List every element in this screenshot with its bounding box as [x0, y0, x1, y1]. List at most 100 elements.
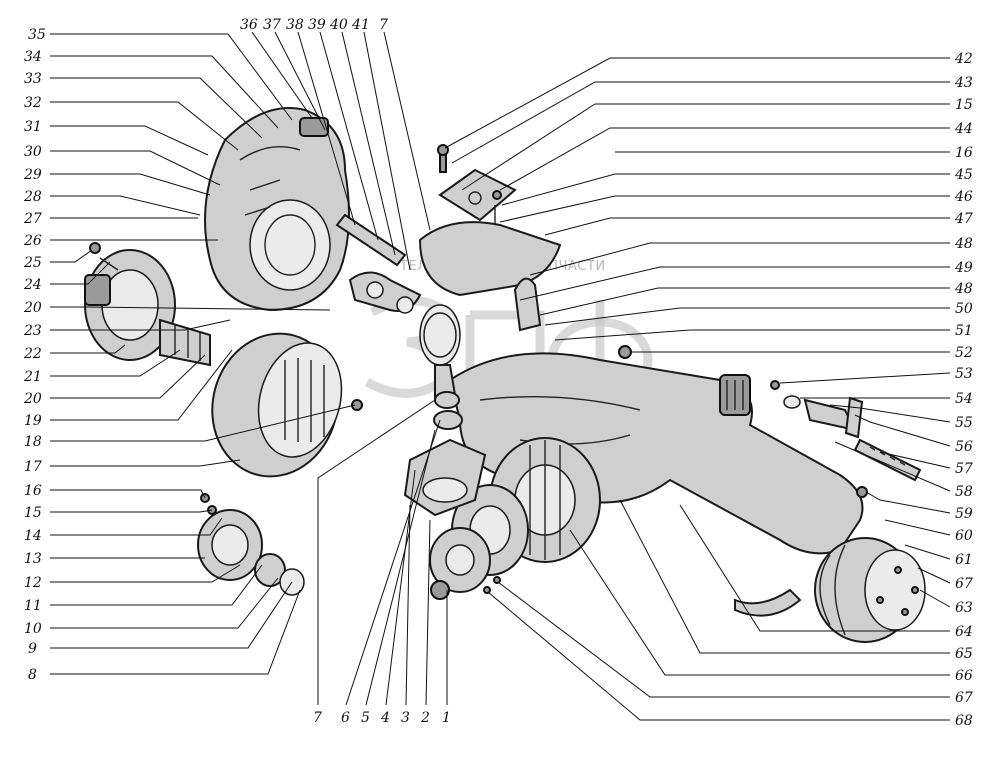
- upper-left-housing: [204, 107, 350, 312]
- leader-44: [499, 127, 950, 191]
- leader-45: [501, 173, 950, 206]
- callout-22: 22: [23, 346, 42, 362]
- callout-48b: 48: [954, 281, 973, 297]
- callout-19: 19: [24, 413, 42, 429]
- callout-14: 14: [24, 528, 42, 544]
- callout-42: 42: [954, 51, 973, 67]
- leader-63: [919, 589, 951, 608]
- leader-20b: [50, 354, 206, 399]
- callout-45: 45: [954, 167, 973, 183]
- callout-33: 33: [24, 71, 42, 87]
- leader-31: [50, 125, 209, 156]
- callout-1: 1: [442, 710, 451, 726]
- callout-40: 40: [329, 17, 348, 33]
- callout-4: 4: [380, 710, 390, 726]
- callout-47: 47: [954, 211, 973, 227]
- callout-labels: 1 2 3 4 5 6 7 8 9 10 11 12 13 14 15 16 1…: [23, 17, 973, 729]
- callout-32: 32: [24, 95, 42, 111]
- leader-56: [854, 414, 951, 447]
- callout-46: 46: [954, 189, 973, 205]
- callout-37: 37: [263, 17, 281, 33]
- callout-51: 51: [955, 323, 973, 339]
- callout-41: 41: [351, 17, 370, 33]
- callout-64: 64: [955, 624, 973, 640]
- callout-6: 6: [341, 710, 350, 726]
- callout-24: 24: [23, 277, 42, 293]
- callout-13: 13: [24, 551, 42, 567]
- top-cover-plate: [437, 144, 517, 230]
- left-flange-hub: [84, 242, 211, 367]
- leader-39: [319, 31, 379, 241]
- leader-18: [50, 404, 356, 442]
- leader-66: [569, 529, 950, 676]
- callout-61: 61: [955, 552, 973, 568]
- callout-20b: 20: [23, 391, 42, 407]
- callout-5: 5: [361, 710, 370, 726]
- callout-7b: 7: [379, 17, 388, 33]
- callout-65: 65: [955, 646, 973, 662]
- leader-35: [50, 33, 293, 121]
- leader-3: [405, 504, 411, 706]
- leader-28: [50, 195, 201, 216]
- callout-29: 29: [23, 167, 42, 183]
- leader-9: [50, 581, 293, 649]
- callout-12: 12: [24, 575, 42, 591]
- callout-56: 56: [955, 439, 973, 455]
- callout-36: 36: [240, 17, 258, 33]
- leader-7b: [383, 31, 431, 231]
- callout-34: 34: [24, 49, 42, 65]
- callout-60: 60: [955, 528, 973, 544]
- leader-lines: [50, 31, 951, 721]
- callout-57: 57: [955, 461, 973, 477]
- callout-15b: 15: [955, 97, 973, 113]
- callout-67: 67: [955, 690, 973, 706]
- callout-10: 10: [24, 621, 42, 637]
- leader-48: [529, 242, 950, 276]
- pinion-joint: [423, 312, 463, 430]
- callout-58: 58: [955, 484, 973, 500]
- callout-25: 25: [23, 255, 42, 271]
- leader-42: [444, 57, 950, 149]
- callout-18: 18: [24, 434, 42, 450]
- leader-32: [50, 101, 239, 151]
- leader-65: [619, 499, 950, 654]
- leader-59: [865, 491, 951, 514]
- leader-61: [904, 544, 951, 560]
- callout-11: 11: [24, 598, 42, 614]
- leader-43: [451, 81, 950, 164]
- leader-14: [50, 517, 223, 536]
- callout-21: 21: [23, 369, 42, 385]
- leader-19: [50, 349, 233, 421]
- shift-linkage: [335, 213, 422, 314]
- callout-62: 67: [955, 576, 973, 592]
- leader-68: [487, 591, 950, 721]
- callout-54: 54: [955, 391, 973, 407]
- callout-53: 53: [955, 366, 973, 382]
- callout-9: 9: [28, 641, 37, 657]
- callout-26: 26: [23, 233, 42, 249]
- leader-25: [50, 249, 93, 263]
- leader-24: [50, 261, 111, 285]
- callout-8: 8: [28, 667, 37, 683]
- leader-62: [917, 567, 951, 584]
- callout-38: 38: [286, 17, 304, 33]
- leader-41: [363, 31, 411, 271]
- leader-29: [50, 173, 211, 196]
- leader-8: [50, 589, 301, 675]
- callout-35: 35: [28, 27, 46, 43]
- callout-7: 7: [313, 710, 322, 726]
- callout-28: 28: [23, 189, 42, 205]
- ring-gear: [211, 332, 363, 478]
- leader-16: [50, 489, 206, 499]
- leader-22: [50, 344, 126, 354]
- callout-48: 48: [954, 236, 973, 252]
- right-small-parts: [770, 380, 922, 482]
- callout-49: 49: [954, 260, 973, 276]
- leader-38: [297, 31, 356, 226]
- leader-17: [50, 459, 241, 467]
- leader-4: [385, 469, 416, 706]
- leader-51: [554, 329, 950, 341]
- callout-68: 68: [955, 713, 973, 729]
- callout-27: 27: [23, 211, 42, 227]
